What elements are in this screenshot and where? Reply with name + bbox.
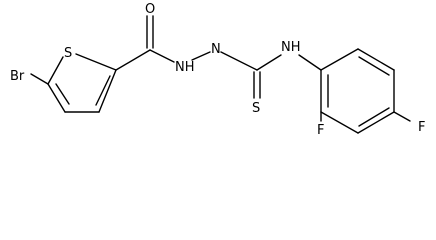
bond-p5-p6 (320, 111, 359, 134)
bond-n1-n2 (191, 51, 211, 61)
atom-nh2: N (211, 42, 221, 57)
bond-br-c5 (30, 73, 49, 85)
bond-c2-carbonyl (115, 49, 151, 71)
bond-carbonyl-n1 (149, 49, 175, 63)
atom-nh3: NH (281, 40, 301, 55)
bond-p2-p3-inner (358, 56, 390, 76)
thiophene-ring (30, 53, 117, 113)
bond-p4-p5 (357, 111, 395, 134)
bond-c4-c5-inner (55, 83, 70, 105)
hydrazide-linker (115, 15, 322, 99)
atom-f1: F (418, 120, 425, 135)
bond-n3-ring (298, 54, 322, 71)
atom-br: Br (10, 69, 25, 84)
bond-c2-c3 (98, 69, 117, 113)
atom-o: O (145, 2, 155, 17)
bond-p2-p3 (357, 48, 395, 71)
bond-p4-f (393, 111, 411, 122)
atom-f2: F (317, 123, 324, 138)
bond-n2-cs (220, 51, 258, 71)
bond-s-c2 (75, 53, 117, 71)
atom-s-thio: S (252, 101, 260, 116)
bond-p1-p2 (320, 48, 359, 71)
phenyl-ring (320, 48, 411, 134)
atom-nh1: NH (175, 60, 195, 75)
bond-c2-c3-inner (95, 75, 111, 106)
bond-c5-s (47, 56, 64, 85)
atom-s-ring: S (64, 46, 72, 61)
molecule-structure: Br S O NH N NH S F F (10, 2, 425, 138)
bond-c4-c5 (47, 83, 66, 113)
bond-p4-p5-inner (358, 107, 390, 127)
bond-cs-n3 (256, 54, 282, 71)
